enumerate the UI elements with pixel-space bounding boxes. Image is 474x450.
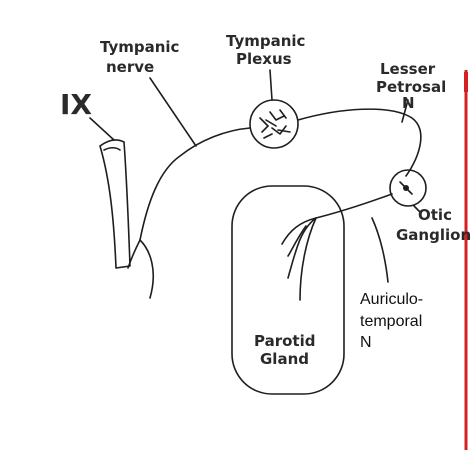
glossopharyngeal-nerve-stump: [99, 139, 131, 269]
tympanic-plexus-label: Tympanic Plexus: [226, 32, 311, 68]
lesser-petrosal-label: Lesser Petrosal N: [376, 60, 451, 112]
parotid-gland: [231, 185, 345, 395]
body-contour: [127, 239, 154, 299]
ix-pointer: [89, 117, 115, 141]
otic-ganglion: [389, 169, 427, 207]
parotid-gland-label: Parotid Gland: [254, 332, 321, 368]
tympanic-plexus: [249, 99, 299, 149]
lesser-petrosal-nerve: [297, 108, 422, 177]
auriculotemporal-nerve: [281, 193, 393, 301]
auriculotemporal-pointer: [371, 217, 389, 283]
lesser-petrosal-pointer: [401, 99, 409, 123]
ix-label: IX: [60, 88, 92, 121]
tympanic-plexus-pointer: [269, 69, 273, 101]
otic-ganglion-label: Otic Ganglion: [396, 206, 471, 244]
tympanic-nerve-label: Tympanic nerve: [100, 38, 185, 76]
auriculotemporal-label: Auriculo- temporal N: [360, 291, 428, 351]
otic-ganglion-pointer: [413, 205, 421, 213]
tympanic-nerve: [139, 127, 251, 241]
tympanic-nerve-pointer: [149, 77, 197, 147]
